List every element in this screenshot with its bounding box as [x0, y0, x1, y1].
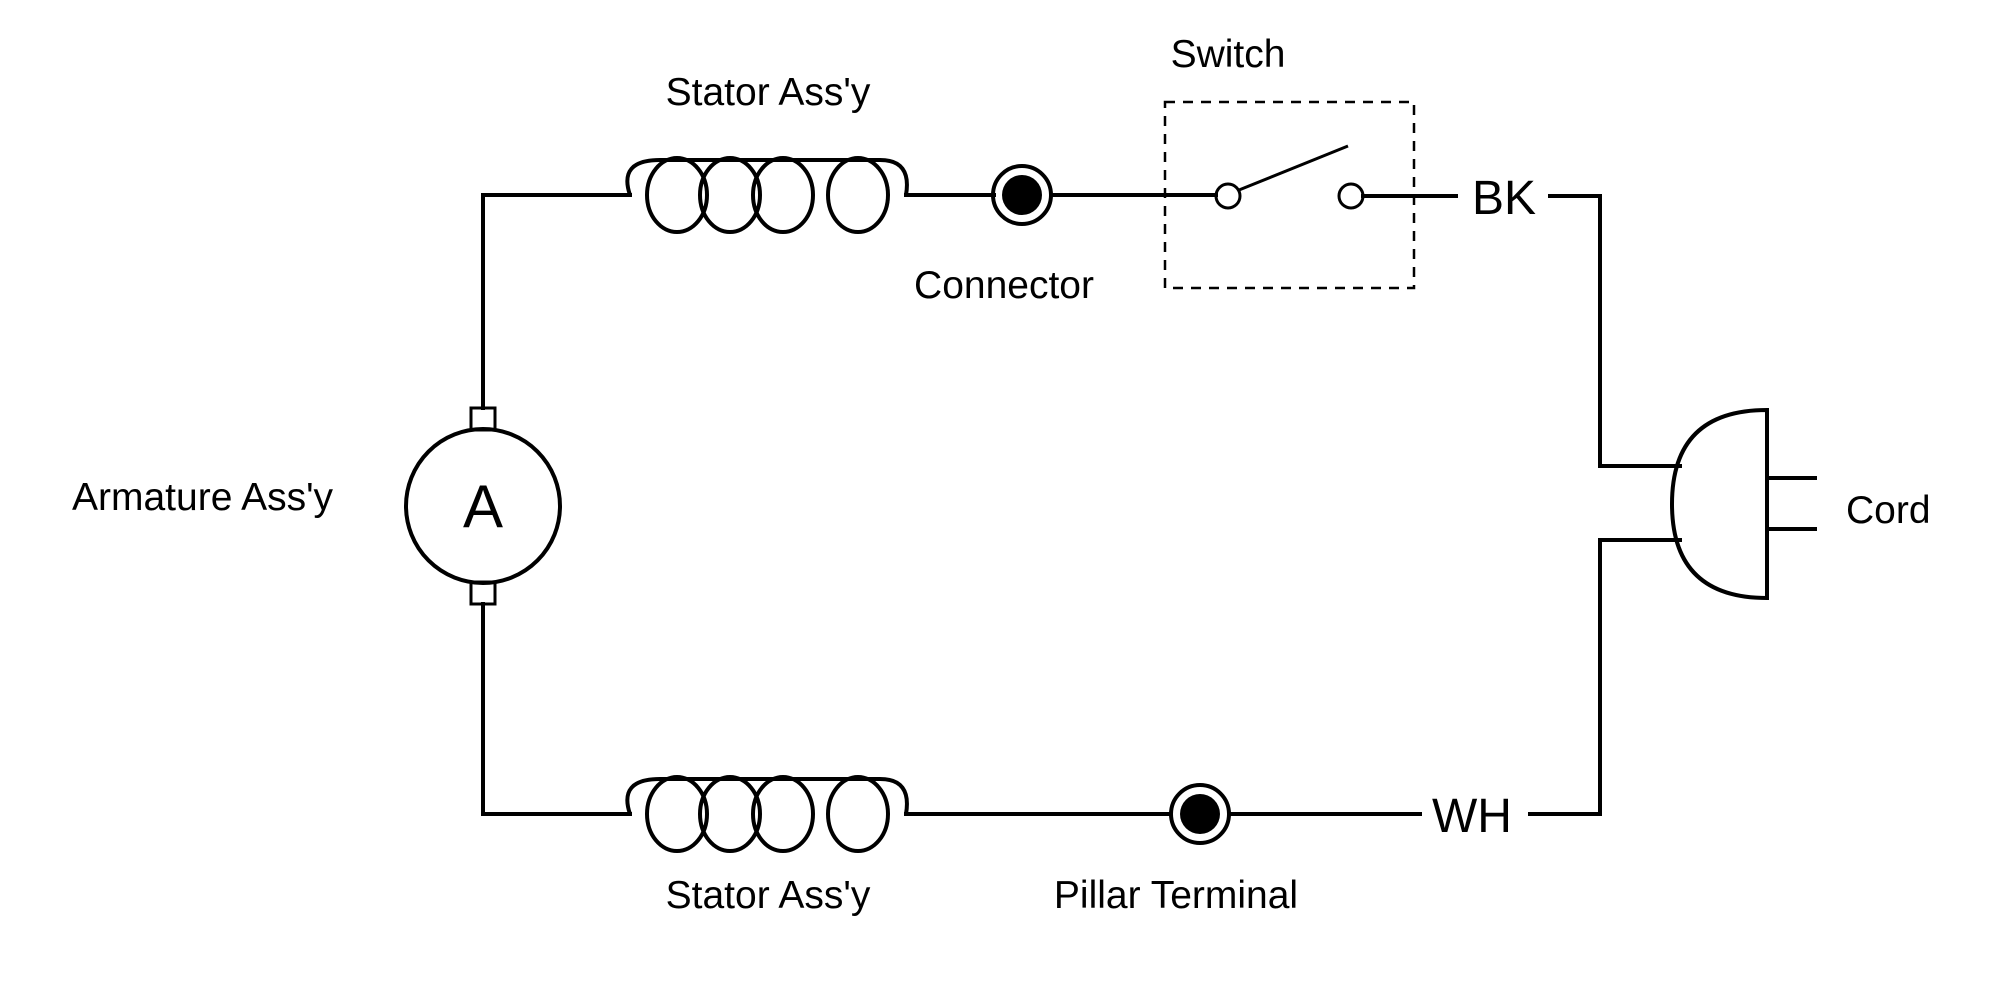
cord-label: Cord: [1846, 489, 1931, 532]
stator-top-label: Stator Ass'y: [666, 71, 871, 114]
stator-coil-bottom: [625, 775, 909, 853]
wire-wh-label: WH: [1432, 790, 1512, 843]
cord-plug: [1669, 407, 1817, 601]
wire-left-bottom: [481, 602, 632, 816]
connector-terminal: [991, 164, 1053, 226]
armature-motor: A: [404, 406, 562, 606]
armature-label: Armature Ass'y: [72, 476, 334, 519]
motor-symbol-label: A: [463, 473, 503, 540]
connector-label: Connector: [914, 264, 1094, 307]
wire-left-top: [481, 193, 632, 410]
pillar-terminal-label: Pillar Terminal: [1054, 874, 1298, 917]
motor-circle: [404, 427, 562, 585]
switch-label: Switch: [1171, 33, 1286, 76]
stator-coil-top: [625, 156, 909, 234]
switch-contact-left: [1214, 182, 1242, 210]
stator-bottom-label: Stator Ass'y: [666, 874, 871, 917]
switch-contact-right: [1337, 182, 1365, 210]
brush-bottom: [469, 580, 497, 606]
brush-top: [469, 406, 497, 432]
plug-body: [1669, 407, 1769, 601]
wire-bk-label: BK: [1472, 172, 1536, 225]
switch-lever: [1238, 144, 1349, 192]
wire-wh-to-cord: [1528, 538, 1682, 816]
pillar-terminal: [1169, 783, 1231, 845]
wire-bk-to-cord: [1548, 194, 1682, 468]
